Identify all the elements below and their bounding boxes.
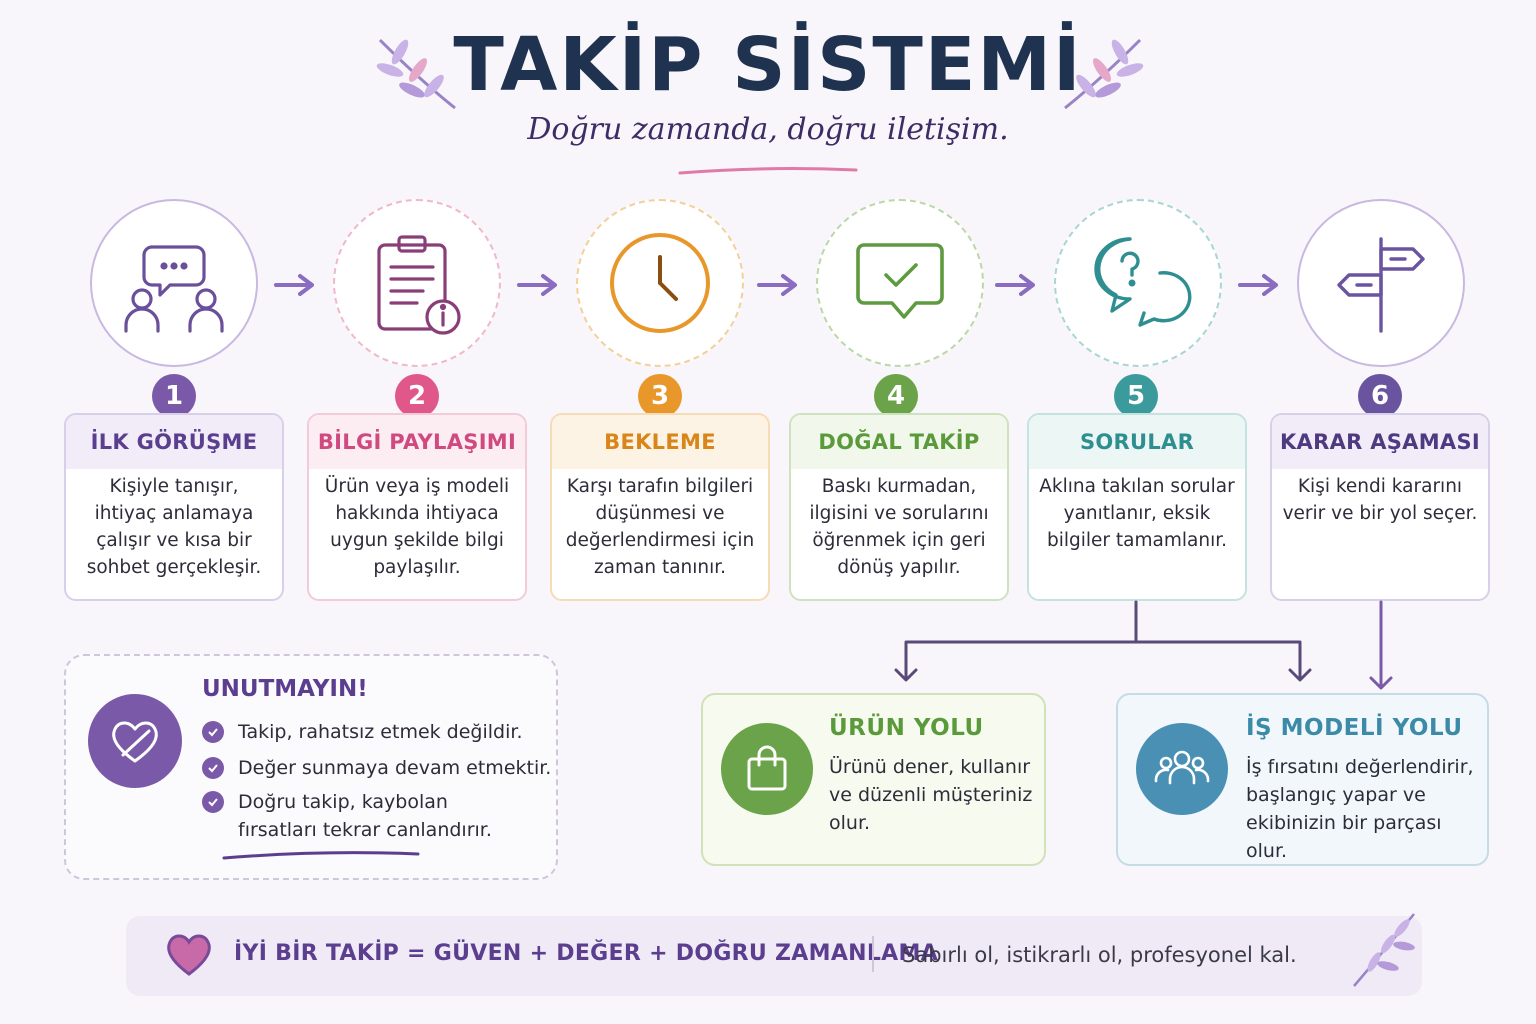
check-icon — [202, 791, 224, 813]
page-subtitle: Doğru zamanda, doğru iletişim. — [527, 112, 1009, 147]
reminder-item-text: Doğru takip, kaybolan fırsatları tekrar … — [238, 791, 492, 841]
heart-icon — [88, 694, 182, 788]
step-3-number: 3 — [638, 374, 682, 418]
arrow-right-icon — [757, 274, 797, 296]
reminder-item-text: Değer sunmaya devam etmektir. — [238, 757, 552, 779]
meeting-chat-icon — [124, 245, 224, 333]
signpost-icon — [1337, 237, 1425, 333]
business-path-title: İŞ MODELİ YOLU — [1246, 715, 1463, 741]
sprig-footer-icon — [1353, 913, 1415, 987]
step-2-circle — [333, 199, 501, 367]
page-title: TAKİP SİSTEMİ — [453, 22, 1083, 108]
step-4-card: DOĞAL TAKİP Baskı kurmadan, ilgisini ve … — [789, 413, 1009, 601]
arrow-right-icon — [1238, 274, 1278, 296]
check-icon — [202, 757, 224, 779]
question-bubbles-icon — [1094, 237, 1192, 327]
step-2-card: BİLGİ PAYLAŞIMI Ürün veya iş modeli hakk… — [307, 413, 527, 601]
step-5-card: SORULAR Aklına takılan sorular yanıtlanı… — [1027, 413, 1247, 601]
business-path-desc: İş fırsatını değerlendirir, başlangıç ya… — [1246, 756, 1474, 862]
step-1-circle — [90, 199, 258, 367]
step-6-card: KARAR AŞAMASI Kişi kendi kararını verir … — [1270, 413, 1490, 601]
step-2-number: 2 — [395, 374, 439, 418]
step-5-title: SORULAR — [1029, 415, 1245, 469]
footer-divider — [872, 936, 874, 972]
step-3-desc: Karşı tarafın bilgileri düşünmesi ve değ… — [565, 476, 755, 578]
step-1-card: İLK GÖRÜŞME Kişiyle tanışır, ihtiyaç anl… — [64, 413, 284, 601]
reminder-item: Doğru takip, kaybolan fırsatları tekrar … — [202, 788, 522, 844]
shopping-bag-icon — [721, 723, 813, 815]
step-2-title: BİLGİ PAYLAŞIMI — [309, 415, 525, 469]
step-4-number: 4 — [874, 374, 918, 418]
heart-icon — [167, 934, 211, 976]
arrow-right-icon — [995, 274, 1035, 296]
reminder-underline — [222, 851, 420, 860]
step-6-circle — [1297, 199, 1465, 367]
product-path-desc: Ürünü dener, kullanır ve düzenli müşteri… — [829, 756, 1033, 834]
step-3-circle — [576, 199, 744, 367]
product-path-title: ÜRÜN YOLU — [829, 715, 984, 741]
clock-icon — [610, 233, 710, 333]
reminder-item: Takip, rahatsız etmek değildir. — [202, 718, 523, 746]
footer-motto: Sabırlı ol, istikrarlı ol, profesyonel k… — [902, 943, 1297, 967]
footer-banner: İYİ BİR TAKİP = GÜVEN + DEĞER + DOĞRU ZA… — [126, 913, 1422, 996]
team-icon — [1136, 723, 1228, 815]
branch-connectors — [894, 600, 1393, 690]
step-5-circle — [1054, 199, 1222, 367]
check-message-icon — [856, 243, 944, 319]
reminder-box: UNUTMAYIN! Takip, rahatsız etmek değildi… — [64, 654, 558, 880]
step-1-desc: Kişiyle tanışır, ihtiyaç anlamaya çalışı… — [86, 476, 262, 578]
arrow-right-icon — [517, 274, 557, 296]
step-6-desc: Kişi kendi kararını verir ve bir yol seç… — [1282, 476, 1478, 524]
step-3-title: BEKLEME — [552, 415, 768, 469]
sprig-left-icon — [376, 38, 456, 110]
step-6-title: KARAR AŞAMASI — [1272, 415, 1488, 469]
sprig-right-icon — [1064, 38, 1144, 110]
business-path-box: İŞ MODELİ YOLU İş fırsatını değerlendiri… — [1116, 693, 1489, 866]
reminder-item-text: Takip, rahatsız etmek değildir. — [238, 721, 523, 743]
product-path-box: ÜRÜN YOLU Ürünü dener, kullanır ve düzen… — [701, 693, 1046, 866]
step-4-desc: Baskı kurmadan, ilgisini ve sorularını ö… — [809, 476, 989, 578]
step-4-title: DOĞAL TAKİP — [791, 415, 1007, 469]
step-3-card: BEKLEME Karşı tarafın bilgileri düşünmes… — [550, 413, 770, 601]
reminder-title: UNUTMAYIN! — [202, 676, 368, 702]
step-4-circle — [816, 199, 984, 367]
step-5-number: 5 — [1114, 374, 1158, 418]
footer-formula: İYİ BİR TAKİP = GÜVEN + DEĞER + DOĞRU ZA… — [234, 941, 939, 966]
step-1-number: 1 — [152, 374, 196, 418]
reminder-item: Değer sunmaya devam etmektir. — [202, 754, 551, 782]
arrow-right-icon — [274, 274, 314, 296]
subtitle-underline — [678, 167, 858, 175]
check-icon — [202, 721, 224, 743]
step-6-number: 6 — [1358, 374, 1402, 418]
step-2-desc: Ürün veya iş modeli hakkında ihtiyaca uy… — [324, 476, 510, 578]
step-5-desc: Aklına takılan sorular yanıtlanır, eksik… — [1039, 476, 1235, 551]
clipboard-info-icon — [377, 235, 461, 335]
step-1-title: İLK GÖRÜŞME — [66, 415, 282, 469]
